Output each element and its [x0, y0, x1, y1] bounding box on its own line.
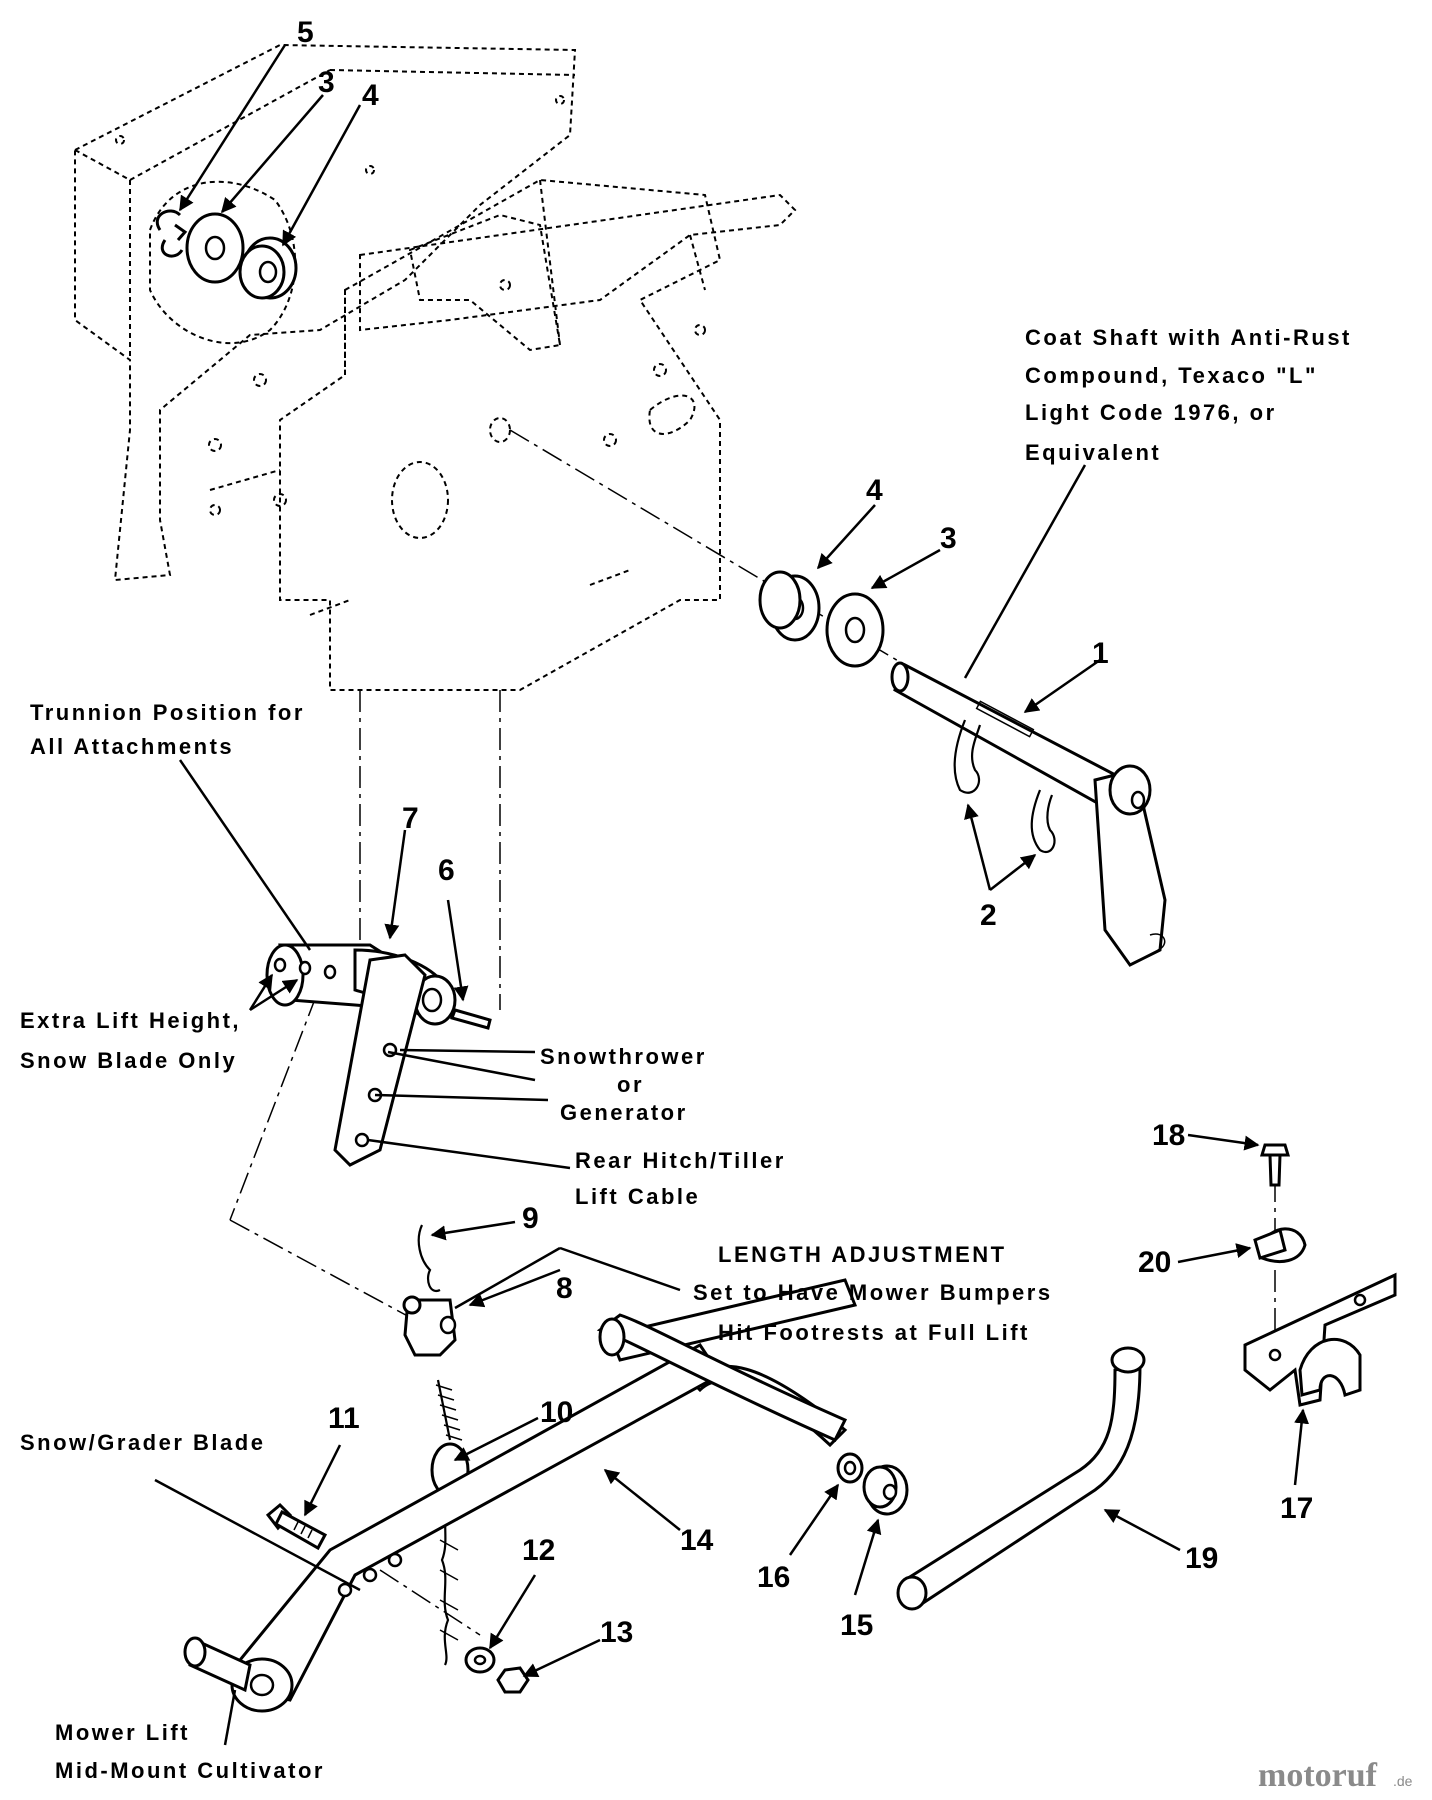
note-coat-shaft-line3: Light Code 1976, or — [1025, 400, 1277, 425]
callout-5: 5 — [297, 16, 314, 49]
callout-9: 9 — [522, 1202, 539, 1235]
callout-17: 17 — [1280, 1492, 1313, 1525]
watermark-text: motoruf — [1258, 1757, 1378, 1794]
note-trunnion: Trunnion Position for All Attachments — [30, 700, 305, 759]
note-rear-hitch: Rear Hitch/Tiller Lift Cable — [575, 1148, 786, 1209]
note-snowthrower-line1: Snowthrower — [540, 1044, 707, 1069]
note-length-adjustment-title: LENGTH ADJUSTMENT — [718, 1242, 1007, 1267]
note-snowthrower-line2: or — [617, 1072, 644, 1097]
callout-10: 10 — [540, 1396, 573, 1429]
watermark: motoruf .de — [1258, 1757, 1413, 1794]
callout-14: 14 — [680, 1524, 714, 1557]
callout-13: 13 — [600, 1616, 633, 1649]
washer-part-16 — [836, 1452, 864, 1484]
callout-8: 8 — [556, 1272, 573, 1305]
note-rear-hitch-line1: Rear Hitch/Tiller — [575, 1148, 786, 1173]
note-mower-lift-line2: Mid-Mount Cultivator — [55, 1758, 325, 1783]
callout-11: 11 — [328, 1402, 360, 1435]
callout-6: 6 — [438, 854, 455, 887]
note-snow-grader-blade: Snow/Grader Blade — [20, 1430, 265, 1455]
note-extra-lift: Extra Lift Height, Snow Blade Only — [20, 1008, 241, 1073]
tractor-frame — [74, 43, 797, 691]
pin-part-6 — [450, 1008, 492, 1030]
callout-7: 7 — [402, 802, 419, 835]
leader-lines — [154, 44, 1310, 1746]
note-coat-shaft-line2: Compound, Texaco "L" — [1025, 363, 1318, 388]
callout-1: 1 — [1092, 637, 1109, 670]
nut-part-13 — [496, 1666, 530, 1694]
callout-4-top: 4 — [362, 79, 379, 112]
note-snowthrower-line3: Generator — [560, 1100, 688, 1125]
note-mower-lift: Mower Lift Mid-Mount Cultivator — [55, 1720, 325, 1783]
bolt-part-11 — [265, 1502, 328, 1551]
lift-bar-part-14 — [183, 1278, 858, 1713]
callout-19: 19 — [1185, 1542, 1218, 1575]
note-length-adjustment: LENGTH ADJUSTMENT Set to Have Mower Bump… — [693, 1242, 1053, 1345]
callout-20: 20 — [1138, 1246, 1171, 1279]
pin-part-9 — [417, 1224, 441, 1293]
hair-pin-clips-part-2 — [953, 719, 1056, 853]
lift-shaft-part-1 — [758, 570, 1167, 967]
trunnion-block-part-8 — [402, 1295, 457, 1357]
callout-3-right: 3 — [940, 522, 957, 555]
watermark-suffix: .de — [1393, 1773, 1413, 1789]
note-rear-hitch-line2: Lift Cable — [575, 1184, 700, 1209]
note-coat-shaft-line1: Coat Shaft with Anti-Rust — [1025, 325, 1352, 350]
note-extra-lift-line2: Snow Blade Only — [20, 1048, 237, 1073]
upper-bushing-assembly — [156, 209, 298, 300]
cable-clamp-part-20 — [1253, 1227, 1307, 1263]
trunnion-arm-part-7 — [265, 943, 457, 1167]
note-length-adjustment-line2: Set to Have Mower Bumpers — [693, 1280, 1053, 1305]
callout-2: 2 — [980, 899, 997, 932]
note-length-adjustment-line3: Hit Footrests at Full Lift — [718, 1320, 1030, 1345]
lift-rod-part-19 — [896, 1346, 1146, 1611]
note-trunnion-line1: Trunnion Position for — [30, 700, 305, 725]
note-extra-lift-line1: Extra Lift Height, — [20, 1008, 241, 1033]
note-coat-shaft-line4: Equivalent — [1025, 440, 1161, 465]
washer-part-12 — [464, 1646, 496, 1674]
note-snowthrower: Snowthrower or Generator — [540, 1044, 707, 1125]
note-coat-shaft: Coat Shaft with Anti-Rust Compound, Texa… — [1025, 325, 1352, 465]
callout-3-top: 3 — [318, 66, 335, 99]
callout-18: 18 — [1152, 1119, 1185, 1152]
callout-4-right: 4 — [866, 474, 883, 507]
callout-15: 15 — [840, 1609, 873, 1642]
callout-12: 12 — [522, 1534, 555, 1567]
callout-16: 16 — [757, 1561, 790, 1594]
bracket-part-17 — [1243, 1272, 1397, 1407]
callout-numbers: 5 3 4 4 3 1 2 7 6 9 8 10 11 14 12 13 16 … — [297, 16, 1313, 1649]
screw-part-18 — [1259, 1143, 1291, 1187]
note-mower-lift-line1: Mower Lift — [55, 1720, 190, 1745]
bushing-part-15 — [862, 1464, 909, 1516]
note-trunnion-line2: All Attachments — [30, 734, 234, 759]
